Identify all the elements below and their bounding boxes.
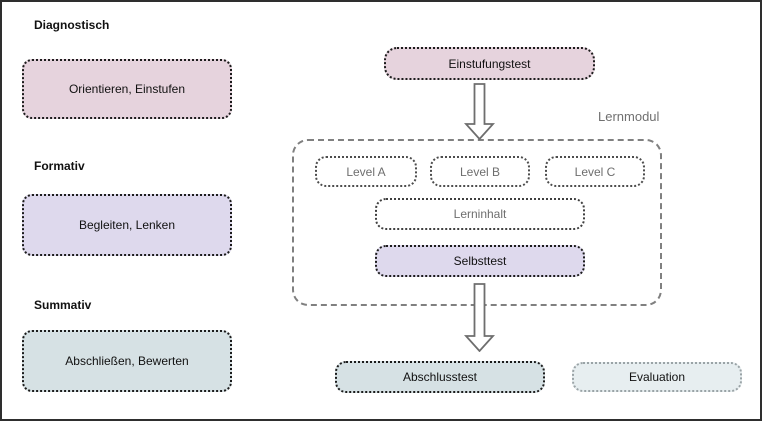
lernmodul-container (292, 139, 662, 306)
box-level-b: Level B (430, 156, 530, 187)
down-arrow-icon (464, 283, 495, 352)
section-heading-summativ: Summativ (34, 298, 92, 312)
section-heading-formativ: Formativ (34, 159, 85, 173)
box-selbsttest: Selbsttest (375, 245, 585, 277)
box-einstufungstest: Einstufungstest (384, 47, 595, 80)
box-lerninhalt: Lerninhalt (375, 198, 585, 230)
lernmodul-label: Lernmodul (598, 109, 660, 124)
box-level-c: Level C (545, 156, 645, 187)
box-abschlusstest: Abschlusstest (335, 361, 545, 393)
section-heading-diagnostisch: Diagnostisch (34, 18, 110, 32)
box-evaluation: Evaluation (572, 362, 742, 392)
diagram-canvas: Diagnostisch Orientieren, Einstufen Form… (0, 0, 762, 421)
box-level-a: Level A (315, 156, 417, 187)
box-begleiten-lenken: Begleiten, Lenken (22, 194, 232, 256)
down-arrow-icon (464, 83, 495, 140)
box-orientieren-einstufen: Orientieren, Einstufen (22, 59, 232, 119)
box-abschliessen-bewerten: Abschließen, Bewerten (22, 330, 232, 392)
